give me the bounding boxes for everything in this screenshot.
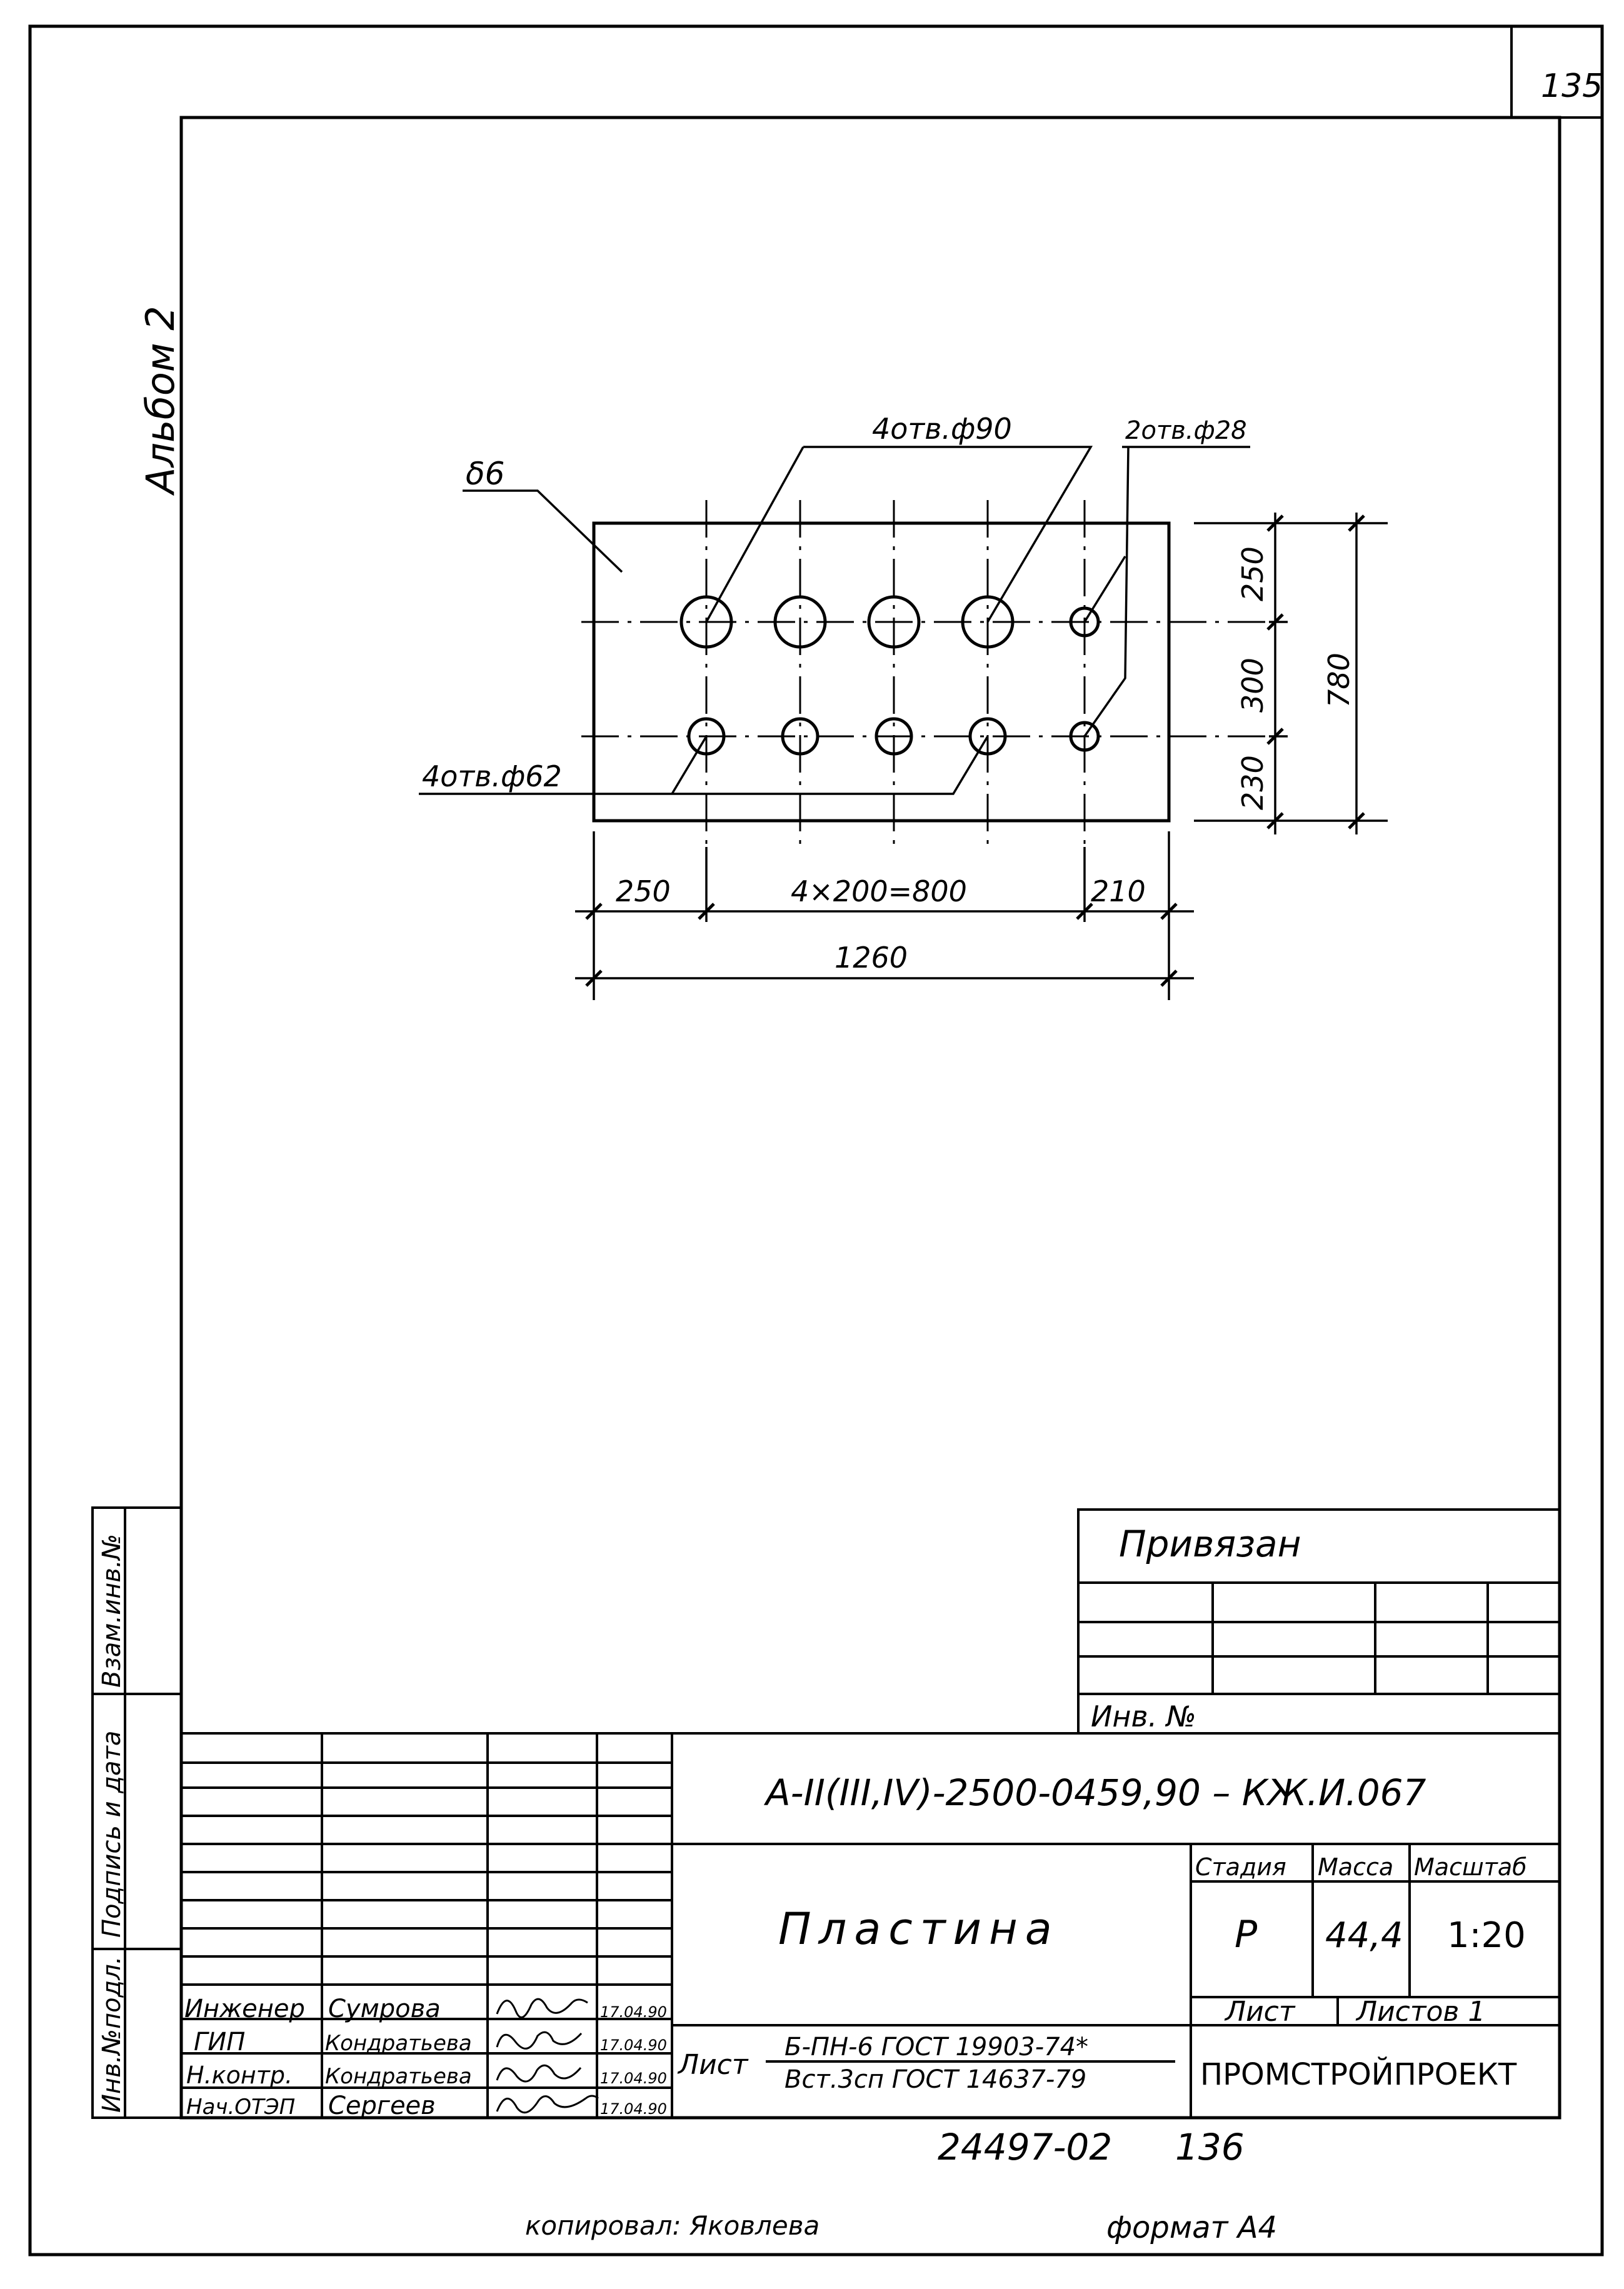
title-block [181,1732,1560,2118]
leader-lines [419,446,1250,795]
dimension-ticks [585,514,1365,987]
stage-value: Р [1235,1913,1258,1956]
stamp-vzam-label: Взам.инв.№ [98,1534,126,1688]
inner-frame [179,116,1561,2120]
hole-90 [961,595,1015,649]
privyazan-inv-label: Инв. № [1091,1700,1196,1733]
center-lines [581,500,1269,847]
drawing-designation: А-II(III,IV)-2500-0459,90 – КЖ.И.067 [763,1771,1426,1814]
signature-name: Кондратьева [325,2031,472,2056]
plate-outline [592,521,1171,823]
privyazan-title: Привязан [1119,1523,1301,1565]
sheets-label: Листов 1 [1355,1996,1485,2028]
stamp-inv-podl-label: Инв.№подл. [98,1956,126,2113]
copied-by-note: копировал: Яковлева [525,2210,820,2241]
stage-header: Стадия [1195,1853,1286,1881]
page-number: 135 [1541,68,1603,105]
archive-sheet: 136 [1175,2126,1245,2168]
outer-frame [28,24,1604,2256]
handwritten-signatures [496,1998,599,2114]
hole-28 [1069,606,1100,638]
dim-bottom: 230 [1236,755,1270,810]
signature-rows: Инженер Сумрова 17.04.90 ГИП Кондратьева… [184,1995,667,2120]
dim-pitch: 4×200=800 [791,874,967,908]
mass-header: Масса [1318,1853,1393,1881]
thickness-label: δ6 [466,456,504,492]
signature-name: Сергеев [328,2091,436,2120]
page-number-box [1510,26,1602,119]
signature-date: 17.04.90 [600,2070,667,2087]
material-label: Лист [677,2049,749,2081]
archive-number: 24497-02 [938,2126,1112,2168]
signature-name: Сумрова [328,1995,441,2023]
dim-middle: 300 [1236,658,1270,713]
plate-drawing: δ6 4отв.ф90 2отв.ф28 4отв.ф62 250 300 23… [419,412,1388,1000]
mass-value: 44,4 [1325,1915,1403,1956]
dim-right: 210 [1091,874,1146,908]
signature-role: Инженер [184,1995,305,2023]
holes-28-label: 2отв.ф28 [1125,416,1247,445]
scale-value: 1:20 [1447,1915,1526,1956]
hole-90 [679,595,733,649]
dim-left: 250 [616,874,671,908]
scale-header: Масштаб [1414,1853,1527,1881]
hole-90 [867,595,921,649]
side-stamp [91,1506,183,2119]
hole-62 [968,717,1007,756]
signature-date: 17.04.90 [600,2100,667,2118]
holes-62-label: 4отв.ф62 [422,759,562,793]
hole-62 [781,717,820,756]
signature-name: Кондратьева [325,2064,472,2089]
sheet-label: Лист [1224,1996,1296,2028]
dim-height: 780 [1322,653,1356,708]
signature-role: ГИП [194,2028,245,2056]
album-label: Альбом 2 [138,306,183,496]
dim-top: 250 [1236,546,1270,601]
stamp-podpis-label: Подпись и дата [98,1731,126,1938]
hole-90 [773,595,827,649]
signature-role: Н.контр. [186,2061,293,2089]
holes-90-label: 4отв.ф90 [872,412,1012,446]
hole-28 [1069,721,1100,752]
organization-name: ПРОМСТРОЙПРОЕКТ [1200,2056,1517,2092]
hole-62 [687,717,726,756]
dim-width: 1260 [835,941,908,974]
hole-62 [875,717,913,756]
part-name: Пластина [778,1903,1060,1955]
format-note: формат А4 [1106,2210,1277,2245]
signature-role: Нач.ОТЭП [186,2095,295,2120]
signature-date: 17.04.90 [600,2003,667,2021]
signature-date: 17.04.90 [600,2036,667,2054]
material-line2: Вст.3сп ГОСТ 14637-79 [784,2065,1086,2094]
material-line1: Б-ПН-6 ГОСТ 19903-74* [784,2033,1088,2061]
